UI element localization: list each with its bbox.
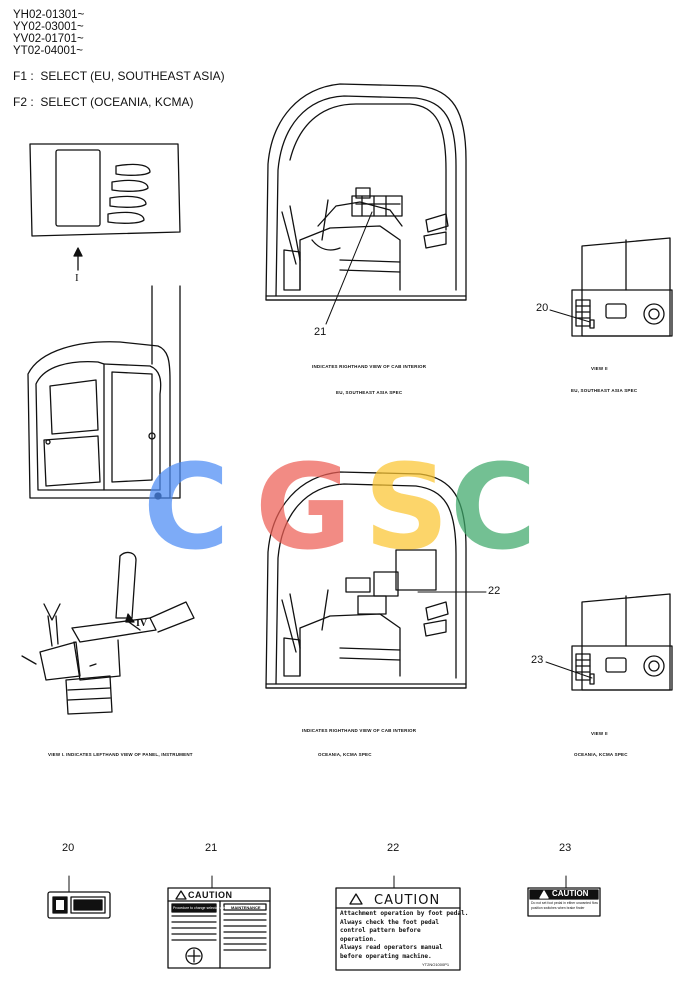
cab-interior-oc-drawing xyxy=(265,471,467,689)
watermark-letter-c1: C xyxy=(143,438,230,576)
cab-eu-caption: INDICATES RIGHTHAND VIEW OF CAB INTERIOR xyxy=(312,364,427,369)
view-iv-arrow-label: IV xyxy=(136,618,148,629)
note-f1: F1 : SELECT (EU, SOUTHEAST ASIA) xyxy=(13,69,225,83)
cab-exterior-drawing xyxy=(27,285,181,500)
operator-seat-drawing xyxy=(21,551,195,715)
serial-number-3: YV02-01701~ xyxy=(13,33,84,45)
watermark-letter-c2: C xyxy=(450,438,537,576)
view-ii-oc-caption: VIEW II xyxy=(591,731,608,736)
part-22-line-4: operation. xyxy=(340,935,377,943)
note-f2-text: SELECT (OCEANIA, KCMA) xyxy=(40,95,194,109)
callout-20: 20 xyxy=(536,302,549,314)
view-i-arrow xyxy=(73,247,83,271)
note-f2-sep: : xyxy=(30,95,34,109)
view-ii-oc-drawing xyxy=(571,593,673,691)
watermark-letter-g: G xyxy=(255,438,352,576)
callout-21-leader xyxy=(325,211,373,325)
callout-23: 23 xyxy=(531,654,544,666)
part-21-subheader: Procedure to change selector valve xyxy=(173,906,228,910)
part-23-line-1: Do not set foot pedal in either unwanted… xyxy=(531,901,598,905)
part-22-label xyxy=(335,875,461,971)
note-f1-sep: : xyxy=(30,69,34,83)
part-22-line-2: Always check the foot pedal xyxy=(340,918,440,926)
part-23-label xyxy=(527,875,601,917)
view-iv-arrow xyxy=(125,613,141,631)
note-f1-text: SELECT (EU, SOUTHEAST ASIA) xyxy=(40,69,225,83)
serial-number-1: YH02-01301~ xyxy=(13,9,85,21)
part-21-header: CAUTION xyxy=(188,890,233,900)
view-ii-eu-spec: EU, SOUTHEAST ASIA SPEC xyxy=(571,388,638,393)
part-22-number: 22 xyxy=(387,842,400,854)
cab-interior-eu-drawing xyxy=(265,83,467,301)
cab-oc-spec: OCEANIA, KCMA SPEC xyxy=(318,752,372,757)
view-i-arrow-label: I xyxy=(75,272,79,284)
watermark-letter-s: S xyxy=(364,438,449,576)
note-f2: F2 : SELECT (OCEANIA, KCMA) xyxy=(13,95,194,109)
part-22-line-6: before operating machine. xyxy=(340,952,432,960)
callout-23-leader xyxy=(545,661,593,679)
part-21-number: 21 xyxy=(205,842,218,854)
part-22-line-1: Attachment operation by foot pedal. xyxy=(340,910,469,917)
part-22-code: YT2NO1000P1 xyxy=(422,962,450,967)
part-23-body: Do not set foot pedal in either unwanted… xyxy=(531,901,598,911)
view-ii-oc-spec: OCEANIA, KCMA SPEC xyxy=(574,752,628,757)
part-23-number: 23 xyxy=(559,842,572,854)
view-ii-eu-drawing xyxy=(571,237,673,337)
view-i-caption: VIEW I. INDICATES LEFTHAND VIEW OF PANEL… xyxy=(48,752,193,757)
note-f2-code: F2 xyxy=(13,95,28,109)
part-20-decal xyxy=(47,875,111,919)
part-21-label xyxy=(167,875,271,969)
callout-20-leader xyxy=(549,309,591,323)
part-22-body: Attachment operation by foot pedal. Alwa… xyxy=(340,910,468,962)
cab-eu-spec: EU, SOUTHEAST ASIA SPEC xyxy=(336,390,403,395)
part-22-header: CAUTION xyxy=(374,893,441,908)
instrument-panel-drawing xyxy=(29,143,181,237)
part-23-header: CAUTION xyxy=(552,889,589,898)
part-22-line-3: control pattern before xyxy=(340,927,421,935)
cab-oc-caption: INDICATES RIGHTHAND VIEW OF CAB INTERIOR xyxy=(302,728,417,733)
part-21-right-header: MAINTENANCE xyxy=(231,905,261,910)
callout-22: 22 xyxy=(488,585,501,597)
serial-number-4: YT02-04001~ xyxy=(13,45,84,57)
note-f1-code: F1 xyxy=(13,69,28,83)
part-22-line-5: Always read operators manual xyxy=(340,944,443,952)
serial-number-2: YY02-03001~ xyxy=(13,21,84,33)
view-ii-eu-caption: VIEW II xyxy=(591,366,608,371)
part-20-number: 20 xyxy=(62,842,75,854)
part-23-line-2: position switches when brake finder xyxy=(531,906,585,910)
callout-21: 21 xyxy=(314,326,327,338)
